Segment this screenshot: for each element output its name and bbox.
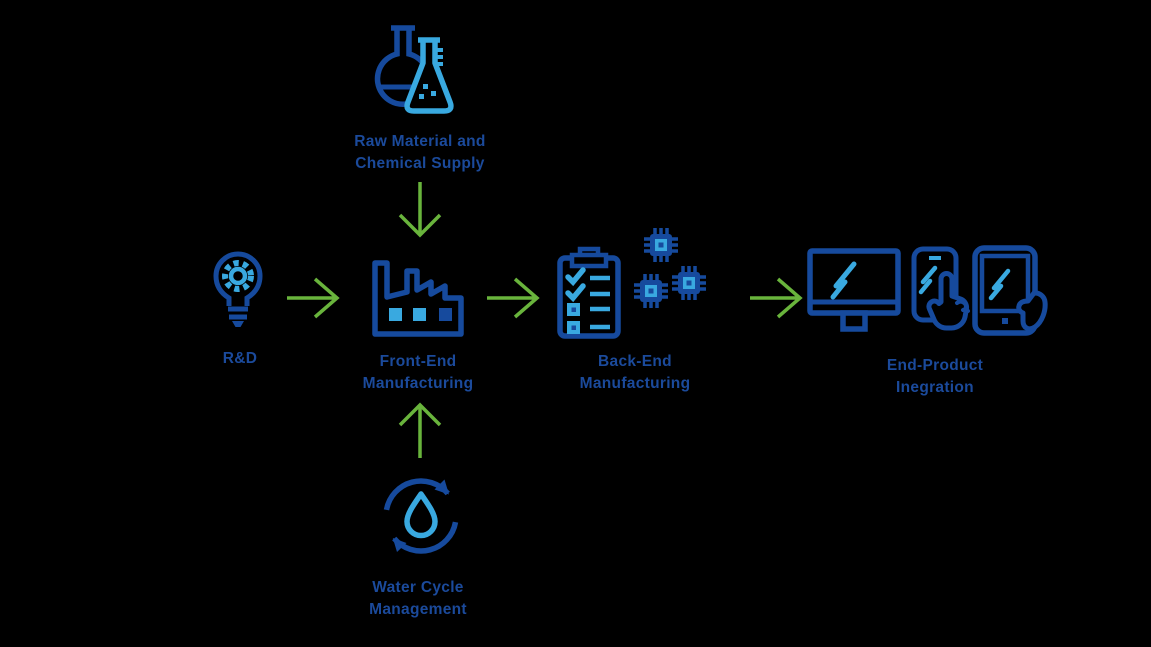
holding-hand-icon <box>1016 290 1048 332</box>
back-end-label: Back-End Manufacturing <box>545 351 725 395</box>
end-product-monitor <box>806 248 902 334</box>
back-end-node <box>556 246 622 340</box>
front-end-label: Front-End Manufacturing <box>328 351 508 395</box>
microchips-icon <box>632 226 708 310</box>
rnd-node <box>209 246 267 338</box>
raw-material-node <box>371 23 463 125</box>
arrow-down-icon <box>398 182 442 238</box>
front-end-node <box>366 243 468 337</box>
end-product-label: End-Product Inegration <box>845 355 1025 399</box>
lightbulb-gear-icon <box>213 251 263 327</box>
pointing-hand-icon <box>926 271 970 331</box>
water-cycle-label: Water Cycle Management <box>328 577 508 621</box>
end-product-phone <box>910 245 972 340</box>
end-product-label-line2: Inegration <box>896 379 974 396</box>
arrow-up-icon <box>398 402 442 458</box>
front-end-label-line1: Front-End <box>379 353 457 370</box>
arrow-water-cycle-to-front-end <box>398 402 442 458</box>
water-cycle-label-line2: Management <box>369 601 467 618</box>
end-product-label-line1: End-Product <box>886 357 984 374</box>
water-cycle-node <box>376 468 466 562</box>
arrow-front-end-to-back-end <box>487 277 541 319</box>
rnd-label-line1: R&D <box>222 350 258 367</box>
water-cycle-label-line1: Water Cycle <box>372 579 464 596</box>
back-end-label-line1: Back-End <box>598 353 672 370</box>
clipboard-checklist-icon <box>557 246 621 339</box>
rnd-label: R&D <box>150 348 330 370</box>
back-end-label-line2: Manufacturing <box>579 375 691 392</box>
arrow-right-icon <box>750 277 803 319</box>
factory-icon <box>372 260 464 337</box>
arrow-right-icon <box>487 277 540 319</box>
arrow-back-end-to-end-product <box>750 277 804 319</box>
tablet-hand-icon <box>972 245 1048 336</box>
raw-material-label: Raw Material and Chemical Supply <box>330 131 510 175</box>
raw-material-label-line1: Raw Material and <box>354 133 486 150</box>
arrow-rnd-to-front-end <box>287 277 341 319</box>
arrow-right-icon <box>287 277 340 319</box>
back-end-chips <box>618 226 714 322</box>
flasks-icon <box>374 25 454 114</box>
arrow-raw-material-to-front-end <box>398 182 442 238</box>
front-end-label-line2: Manufacturing <box>362 375 474 392</box>
end-product-tablet <box>971 243 1048 340</box>
monitor-icon <box>807 248 901 332</box>
smartphone-touch-icon <box>911 246 970 331</box>
raw-material-label-line2: Chemical Supply <box>355 155 485 172</box>
water-drop-cycle-icon <box>383 478 459 554</box>
